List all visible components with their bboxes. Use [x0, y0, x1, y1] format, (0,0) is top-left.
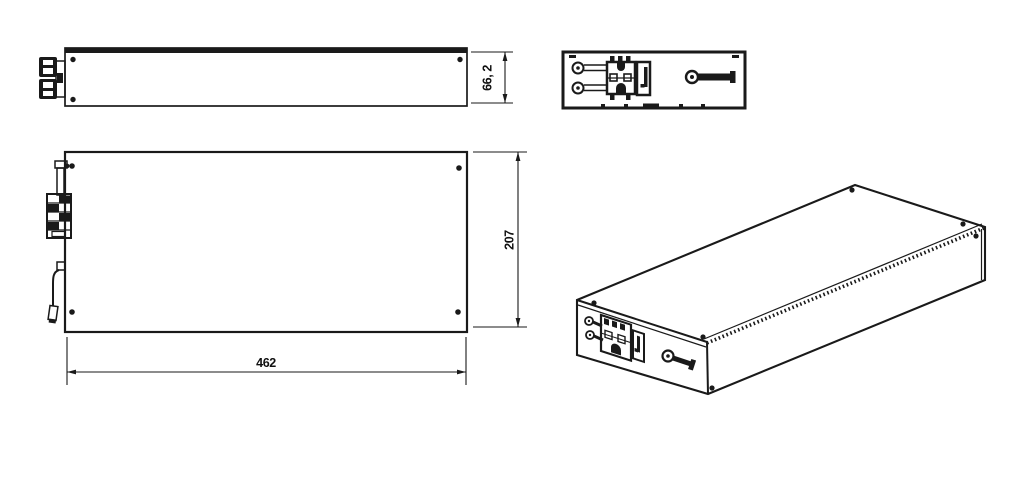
screw-icon: [973, 233, 979, 239]
lid-seam-edge: [703, 223, 983, 340]
top-view-outline: [63, 150, 469, 334]
wire-icon: [47, 261, 66, 324]
terminal-post-icon: [571, 81, 607, 95]
terminal-post-icon: [584, 316, 603, 328]
end-view-outline: [561, 50, 747, 110]
isometric-outline: [575, 183, 987, 396]
screw-icon: [457, 56, 463, 63]
screw-icon: [849, 187, 855, 193]
screw-icon: [960, 221, 966, 227]
screw-icon: [69, 163, 75, 169]
power-connector-icon: [46, 193, 72, 239]
front-top-edge: [576, 299, 708, 343]
dimension-depth: 207: [473, 151, 527, 328]
side-view: [39, 47, 468, 107]
screw-icon: [69, 309, 75, 315]
side-view-outline: [64, 47, 468, 107]
end-view: [561, 50, 747, 110]
dimension-width: 462: [66, 337, 467, 385]
screw-icon: [709, 385, 715, 391]
aux-connector-icon: [635, 60, 652, 97]
dimension-width-label: 462: [256, 356, 276, 370]
screw-icon: [591, 300, 597, 306]
top-view: [46, 150, 469, 334]
dimension-height-label: 66, 2: [480, 65, 494, 91]
power-connector-icon: [39, 57, 66, 99]
serrated-edge: [706, 226, 985, 345]
corner-notch: [569, 55, 576, 58]
screw-icon: [70, 56, 76, 63]
side-view-top-rail: [65, 48, 467, 53]
bottom-fastener-ticks: [601, 103, 705, 107]
dimension-height: 66, 2: [471, 51, 513, 104]
dimension-depth-label: 207: [502, 230, 516, 250]
screw-icon: [700, 334, 706, 340]
power-connector-icon: [599, 313, 645, 364]
handle-icon: [684, 69, 736, 85]
corner-notch: [732, 55, 739, 58]
screw-icon: [455, 309, 461, 315]
power-connector-icon: [605, 56, 637, 100]
screw-icon: [70, 96, 76, 103]
screw-icon: [456, 165, 462, 171]
terminal-post-icon: [571, 61, 607, 75]
front-right-edge: [706, 341, 709, 395]
bracket-icon: [54, 160, 70, 196]
lid-seam-edge: [577, 304, 707, 348]
handle-icon: [661, 349, 697, 371]
isometric-view: [575, 183, 987, 396]
